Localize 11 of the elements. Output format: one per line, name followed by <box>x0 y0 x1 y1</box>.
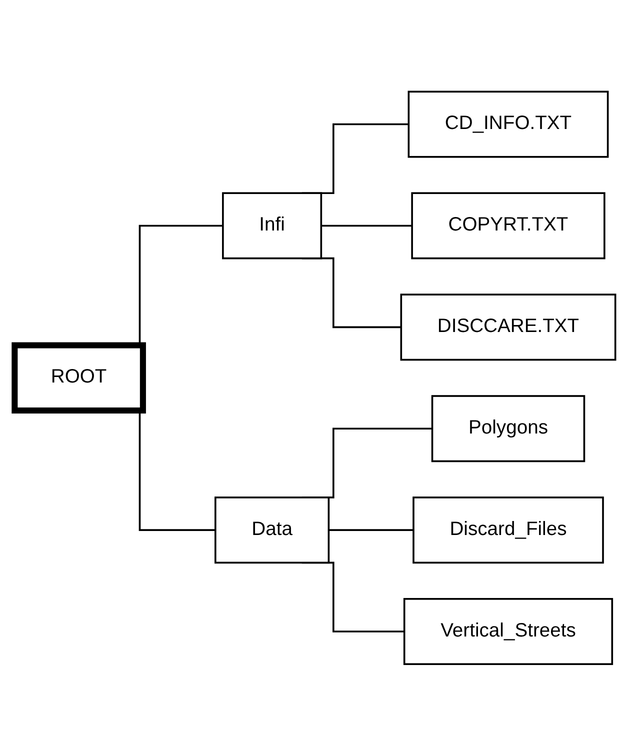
node-box: Polygons <box>430 395 585 462</box>
connector <box>320 224 412 227</box>
node-box: Vertical_Streets <box>402 598 613 666</box>
node-box: Infi <box>222 192 322 260</box>
node-box: DISCCARE.TXT <box>400 294 616 361</box>
connector <box>328 529 413 532</box>
node-box: ROOT <box>11 342 146 414</box>
node-box: Data <box>214 496 330 564</box>
node-box: CD_INFO.TXT <box>407 90 608 158</box>
node-box: Discard_Files <box>412 496 604 564</box>
node-box: COPYRT.TXT <box>410 192 605 260</box>
